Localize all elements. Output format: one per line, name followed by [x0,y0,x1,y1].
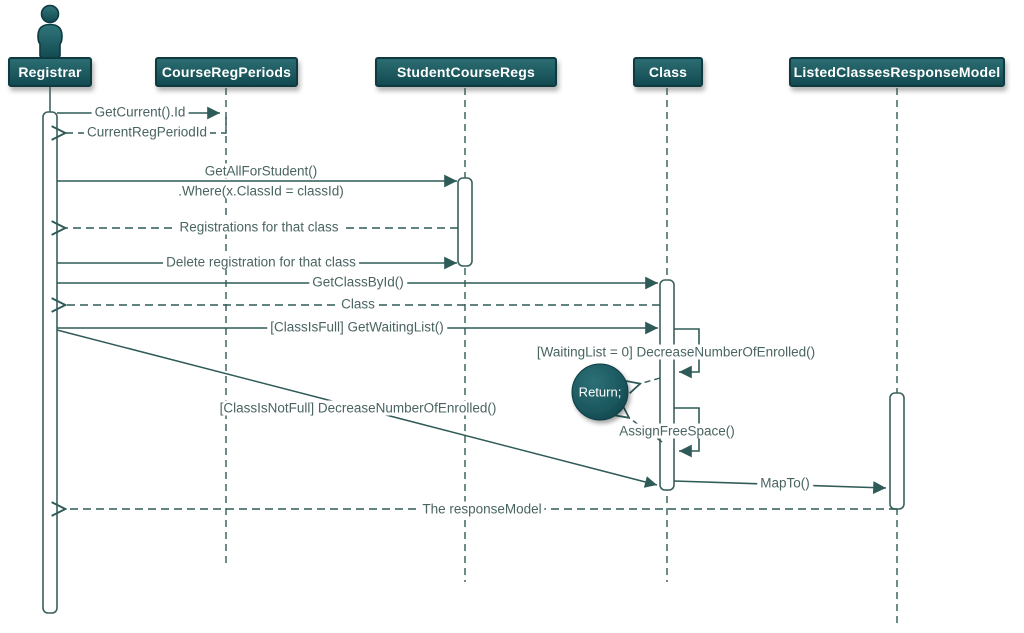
message-label-currentregperiodid: CurrentRegPeriodId [83,124,211,140]
message-label-waitinglist-decrease: [WaitingList = 0] DecreaseNumberOfEnroll… [533,344,819,360]
activation-bar-registrar [42,111,58,614]
message-label-getallforstudent: GetAllForStudent() [201,163,321,179]
participant-box-courseregperiods: CourseRegPeriods [155,57,298,87]
participant-label: ListedClassesResponseModel [793,64,1001,80]
message-label-getcurrent: GetCurrent().Id [91,104,189,120]
message-label-registrations: Registrations for that class [176,219,342,235]
message-label-getwaitinglist: [ClassIsFull] GetWaitingList() [267,319,447,335]
message-label-responsemodel: The responseModel [419,501,545,517]
message-label-getclassbyid: GetClassById() [309,274,407,290]
arrow-to-return-state-1 [639,377,661,384]
participant-box-studentcourseregs: StudentCourseRegs [375,57,557,87]
activation-bar-studentcourseregs [457,177,473,267]
message-label-mapto: MapTo() [757,475,813,491]
participant-box-registrar: Registrar [8,57,92,87]
participant-label: CourseRegPeriods [161,64,292,80]
participant-box-listedclassesresponsemodel: ListedClassesResponseModel [789,57,1005,87]
message-label-assignfreespace: AssignFreeSpace() [616,423,738,439]
message-label-delete-registration: Delete registration for that class [163,254,359,270]
message-label-class-return: Class [338,296,378,312]
actor-icon [37,4,63,61]
return-state-label: Return; [578,384,622,400]
activation-bar-listedclassesresponsemodel [889,392,905,510]
message-label-getallforstudent-where: .Where(x.ClassId = classId) [175,183,347,199]
participant-label: Registrar [18,64,82,80]
participant-label: Class [648,64,688,80]
activation-bar-class [659,279,675,491]
participant-box-class: Class [633,57,703,87]
participant-label: StudentCourseRegs [397,64,535,80]
message-label-classisnotfull-decrease: [ClassIsNotFull] DecreaseNumberOfEnrolle… [216,400,500,416]
return-state-circle [571,363,629,421]
